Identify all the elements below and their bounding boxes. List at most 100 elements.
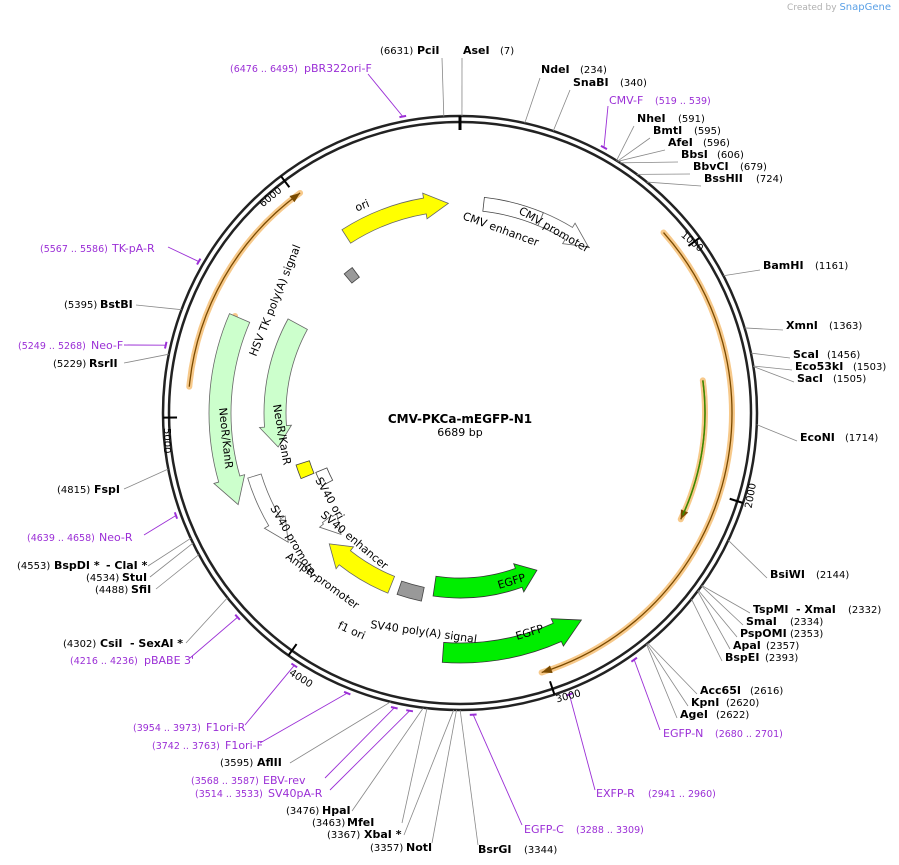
- svg-text:SmaI: SmaI: [746, 615, 777, 628]
- feature-neo-inner: [258, 318, 308, 448]
- svg-text:KpnI: KpnI: [691, 696, 719, 709]
- leader-lines: [123, 57, 798, 846]
- site-leader: [351, 707, 424, 812]
- svg-text:(1161): (1161): [815, 261, 848, 272]
- site-leader: [135, 304, 182, 311]
- svg-text:AgeI: AgeI: [680, 708, 708, 721]
- svg-text:FspI: FspI: [94, 483, 120, 496]
- svg-text:(340): (340): [620, 78, 647, 89]
- svg-text:(3357): (3357): [370, 843, 403, 854]
- svg-text:(3288 .. 3309): (3288 .. 3309): [576, 825, 644, 836]
- primer-mark: [630, 656, 638, 663]
- primer-leader: [367, 73, 404, 117]
- svg-text:SV40pA-R: SV40pA-R: [268, 787, 323, 800]
- svg-text:BssHII: BssHII: [704, 172, 743, 185]
- site-leader: [701, 585, 751, 614]
- site-leader: [697, 590, 731, 650]
- svg-text:(1714): (1714): [845, 433, 878, 444]
- svg-text:EXFP-R: EXFP-R: [596, 787, 635, 800]
- svg-text:F1ori-F: F1ori-F: [225, 739, 263, 752]
- svg-text:BbsI: BbsI: [681, 148, 708, 161]
- primer-mark: [399, 114, 407, 119]
- orf-inner-right-glow: [677, 377, 708, 523]
- site-leader: [691, 598, 723, 662]
- svg-text:(724): (724): [756, 174, 783, 185]
- svg-text:Eco53kI: Eco53kI: [795, 360, 843, 373]
- tick-label-3000: 3000: [555, 688, 582, 705]
- svg-text:NotI: NotI: [406, 841, 432, 854]
- svg-text:(2616): (2616): [750, 686, 783, 697]
- orf-green-right: [682, 380, 706, 516]
- site-leader: [728, 540, 768, 579]
- svg-text:(4488): (4488): [95, 585, 128, 596]
- svg-text:(3595): (3595): [220, 758, 253, 769]
- svg-text:(2622): (2622): [716, 710, 749, 721]
- svg-text:RsrII: RsrII: [89, 357, 118, 370]
- feature-cmv-promoter: [537, 212, 590, 248]
- feature-ampr-promoter: [318, 512, 342, 536]
- svg-text:XmnI: XmnI: [786, 319, 818, 332]
- orf-egfp-outer-line: [541, 232, 733, 674]
- svg-text:(4639 .. 4658): (4639 .. 4658): [27, 533, 95, 544]
- svg-text:(2334): (2334): [790, 617, 823, 628]
- features: [208, 192, 590, 664]
- primer-leader: [167, 246, 199, 262]
- svg-text:NheI: NheI: [637, 112, 666, 125]
- feature-egfp-2: [441, 618, 583, 664]
- svg-text:(3514 .. 3533): (3514 .. 3533): [195, 789, 263, 800]
- svg-text:(519 .. 539): (519 .. 539): [655, 96, 711, 107]
- tick-mark: [687, 236, 701, 247]
- svg-text:pBR322ori-F: pBR322ori-F: [304, 62, 372, 75]
- site-leader: [753, 365, 793, 371]
- svg-text:BsrGI: BsrGI: [478, 843, 511, 856]
- svg-text:SnaBI: SnaBI: [573, 76, 609, 89]
- site-leader: [617, 137, 651, 162]
- site-leader: [289, 701, 391, 764]
- svg-text:(2680 .. 2701): (2680 .. 2701): [715, 729, 783, 740]
- feature-sv40-ori: [295, 460, 315, 480]
- primer-leader: [324, 707, 395, 779]
- svg-text:(3742 .. 3763): (3742 .. 3763): [152, 741, 220, 752]
- svg-text:TK-pA-R: TK-pA-R: [111, 242, 155, 255]
- site-leader: [149, 542, 194, 578]
- svg-text:BspDI *: BspDI *: [54, 559, 100, 572]
- primer-leader: [189, 616, 238, 659]
- svg-text:AflII: AflII: [257, 756, 282, 769]
- svg-text:SfiI: SfiI: [131, 583, 151, 596]
- primer-leader: [329, 710, 410, 791]
- site-leader: [401, 708, 428, 824]
- feature-sv40-enhancer: [315, 467, 334, 487]
- primer-mark: [390, 706, 398, 710]
- site-leader: [431, 709, 457, 844]
- svg-text:(1503): (1503): [853, 362, 886, 373]
- svg-text:StuI: StuI: [122, 571, 147, 584]
- svg-text:- XmaI: - XmaI: [796, 603, 836, 616]
- site-leader: [646, 644, 678, 719]
- site-leader: [698, 589, 738, 638]
- svg-text:EBV-rev: EBV-rev: [263, 774, 306, 787]
- svg-text:(2353): (2353): [790, 629, 823, 640]
- feature-label-neo-1: NeoR/KanR: [216, 407, 235, 470]
- primer-mark: [164, 341, 168, 349]
- orf-egfp-outer-arrow: [541, 665, 553, 673]
- primer-mark: [343, 690, 351, 696]
- svg-text:EGFP-C: EGFP-C: [524, 823, 564, 836]
- primer-mark: [196, 258, 202, 266]
- site-name: PciI: [417, 44, 439, 57]
- site-leader: [646, 643, 689, 707]
- svg-text:(2393): (2393): [765, 653, 798, 664]
- svg-text:(2357): (2357): [766, 641, 799, 652]
- site-leader: [617, 149, 666, 162]
- site-leader: [123, 353, 169, 364]
- snapgene-logo: SnapGene: [839, 2, 891, 13]
- svg-text:(1363): (1363): [829, 321, 862, 332]
- svg-text:BamHI: BamHI: [763, 259, 804, 272]
- tick-label-1000: 1000: [678, 230, 705, 255]
- feature-label-sv40-polya: SV40 poly(A) signal: [370, 618, 478, 646]
- svg-text:BbvCI: BbvCI: [693, 160, 729, 173]
- svg-text:(3463): (3463): [312, 818, 345, 829]
- svg-text:ScaI: ScaI: [793, 348, 819, 361]
- svg-text:- ClaI *: - ClaI *: [106, 559, 148, 572]
- primer-mark: [406, 709, 414, 713]
- svg-text:(606): (606): [717, 150, 744, 161]
